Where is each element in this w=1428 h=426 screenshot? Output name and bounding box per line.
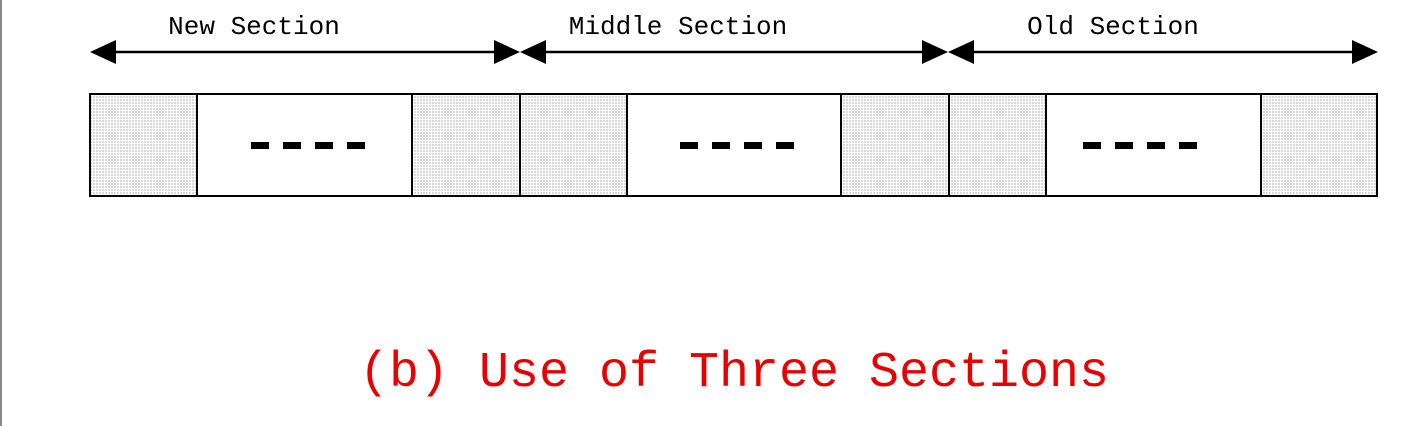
cell-9	[1260, 93, 1378, 197]
cell-5	[626, 93, 842, 197]
cell-2	[196, 93, 413, 197]
cell-1	[89, 93, 198, 197]
cell-3	[411, 93, 521, 197]
section-arrow-middle	[520, 40, 948, 64]
cell-4	[519, 93, 628, 197]
ellipsis-dashes-new	[251, 142, 365, 149]
section-arrow-old	[948, 40, 1378, 64]
section-label-old: Old Section	[1027, 12, 1199, 42]
cell-strip	[89, 93, 1378, 197]
section-label-new: New Section	[168, 12, 340, 42]
ellipsis-dashes-middle	[680, 142, 794, 149]
ellipsis-dashes-old	[1083, 142, 1197, 149]
section-label-middle: Middle Section	[569, 12, 787, 42]
figure-caption: (b) Use of Three Sections	[359, 345, 1109, 402]
cell-6	[840, 93, 950, 197]
cell-7	[948, 93, 1047, 197]
section-arrow-new	[90, 40, 520, 64]
